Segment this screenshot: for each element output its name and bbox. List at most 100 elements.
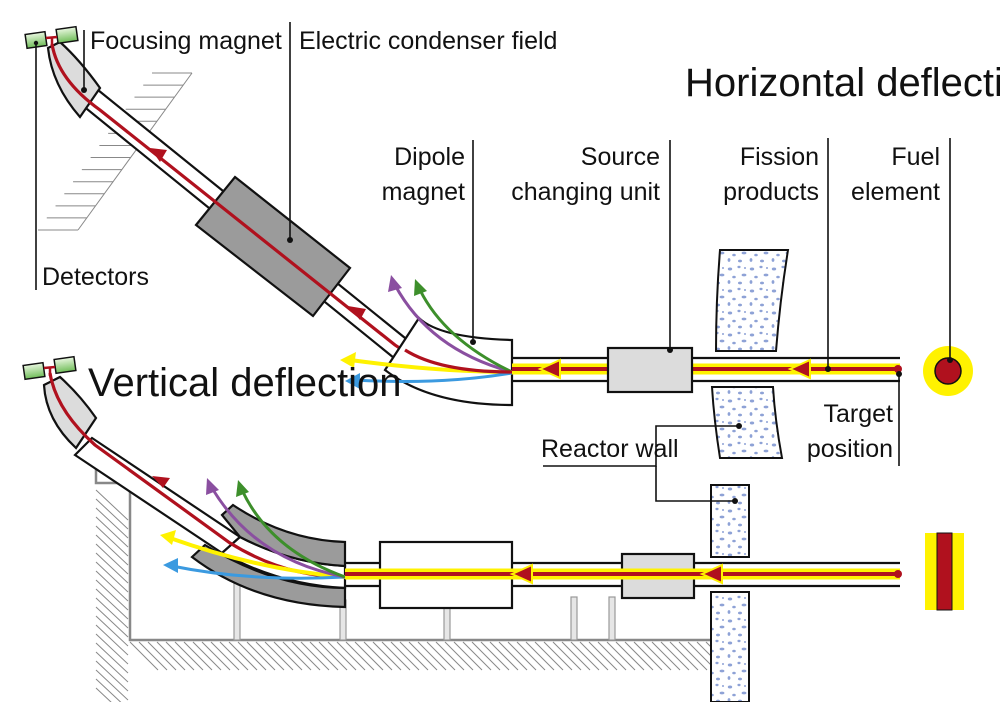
hatch-line: [156, 641, 186, 671]
fuel-element-icon: [923, 346, 973, 396]
hatch-line: [95, 552, 129, 584]
label-electric-condenser-field: Electric condenser field: [299, 27, 557, 55]
label-fuel-element-line2: element: [851, 178, 940, 206]
hatch-line: [228, 641, 258, 671]
arrow-icon: [388, 275, 402, 292]
hatch-line: [372, 641, 402, 671]
hatch-line: [192, 641, 222, 671]
detector-icon: [24, 25, 79, 50]
hatch-line: [345, 641, 375, 671]
hatch-line: [318, 641, 348, 671]
reactor-wall-upper: [714, 249, 790, 352]
hatch-line: [174, 641, 204, 671]
hatch-line: [462, 641, 492, 671]
hatch-line: [534, 641, 564, 671]
hatch-line: [129, 641, 159, 671]
hatch-line: [95, 525, 129, 557]
hatch-line: [183, 641, 213, 671]
hatch-line: [309, 641, 339, 671]
arrow-icon: [150, 148, 167, 162]
arrow-icon: [160, 530, 176, 545]
hatch-line: [95, 642, 129, 674]
beam-pipe-horizontal-top: [512, 356, 900, 383]
title-vertical-deflection: Vertical deflection: [88, 361, 402, 405]
target-point-bottom: [894, 570, 902, 578]
hatch-line: [507, 641, 537, 671]
hatch-line: [95, 660, 129, 692]
beam-purple-bottom: [210, 487, 346, 579]
hatch-line: [219, 641, 249, 671]
label-source-changing-unit-line2: changing unit: [511, 178, 660, 206]
title-horizontal-deflection: Horizontal deflection: [685, 61, 1000, 105]
arrow-icon: [699, 563, 723, 585]
hatch-line: [561, 641, 591, 671]
hatch-line: [642, 641, 672, 671]
hatch-line: [381, 641, 411, 671]
hatch-line: [480, 641, 510, 671]
hatch-line: [624, 641, 654, 671]
hatch-line: [95, 633, 129, 665]
hatch-line: [95, 534, 129, 566]
label-fission-products-line1: Fission: [740, 143, 819, 171]
hatch-line: [300, 641, 330, 671]
hatch-line: [138, 641, 168, 671]
label-detectors: Detectors: [42, 263, 149, 291]
hatch-line: [95, 570, 129, 602]
fuel-element-icon: [925, 532, 964, 611]
support-post: [570, 596, 578, 641]
arrow-icon: [206, 478, 219, 495]
hatch-line: [95, 678, 122, 702]
hatch-line: [453, 641, 483, 671]
hatch-line: [417, 641, 447, 671]
hatch-line: [336, 641, 366, 671]
label-target-position-line2: position: [807, 435, 893, 463]
hatch-line: [327, 641, 357, 671]
hatch-line: [543, 641, 573, 671]
hatch-line: [95, 588, 129, 620]
hatch-line: [606, 641, 636, 671]
hatch-line: [246, 641, 276, 671]
hatch-line: [95, 489, 129, 521]
hatch-line: [489, 641, 519, 671]
hatch-line: [633, 641, 663, 671]
hatch-line: [354, 641, 384, 671]
detector-icon: [22, 355, 77, 381]
hatch-line: [95, 606, 129, 638]
hatch-line: [237, 641, 267, 671]
hatch-line: [669, 641, 699, 671]
hatch-line: [255, 641, 285, 671]
arrow-icon: [340, 352, 356, 368]
support-post: [233, 582, 241, 641]
beam-green-top: [418, 289, 513, 374]
beam-main-top: [50, 43, 506, 372]
arrow-icon: [348, 306, 366, 320]
hatch-line: [471, 641, 501, 671]
hatch-line: [615, 641, 645, 671]
hatch-line: [95, 543, 129, 575]
beam-green-bottom: [240, 489, 346, 579]
hatch-line: [588, 641, 618, 671]
hatch-line: [516, 641, 546, 671]
arrow-icon: [537, 358, 561, 380]
hatch-line: [264, 641, 294, 671]
label-source-changing-unit-line1: Source: [581, 143, 660, 171]
reactor-wall-middle: [710, 386, 784, 459]
arrow-icon: [787, 358, 811, 380]
hatch-line: [660, 641, 690, 671]
hatch-line: [282, 641, 312, 671]
target-point-top: [894, 365, 902, 373]
hatch-line: [552, 641, 582, 671]
hatch-line: [201, 641, 231, 671]
hatch-line: [95, 687, 112, 702]
label-focusing-magnet: Focusing magnet: [90, 27, 282, 55]
support-post: [608, 596, 616, 641]
hatch-line: [399, 641, 429, 671]
dipole-magnet-top: [383, 316, 514, 407]
arrow-icon: [345, 373, 360, 389]
arrow-icon: [236, 480, 249, 497]
hatch-line: [165, 641, 195, 671]
hatch-line: [579, 641, 609, 671]
hatch-line: [525, 641, 555, 671]
hatch-line: [408, 641, 438, 671]
